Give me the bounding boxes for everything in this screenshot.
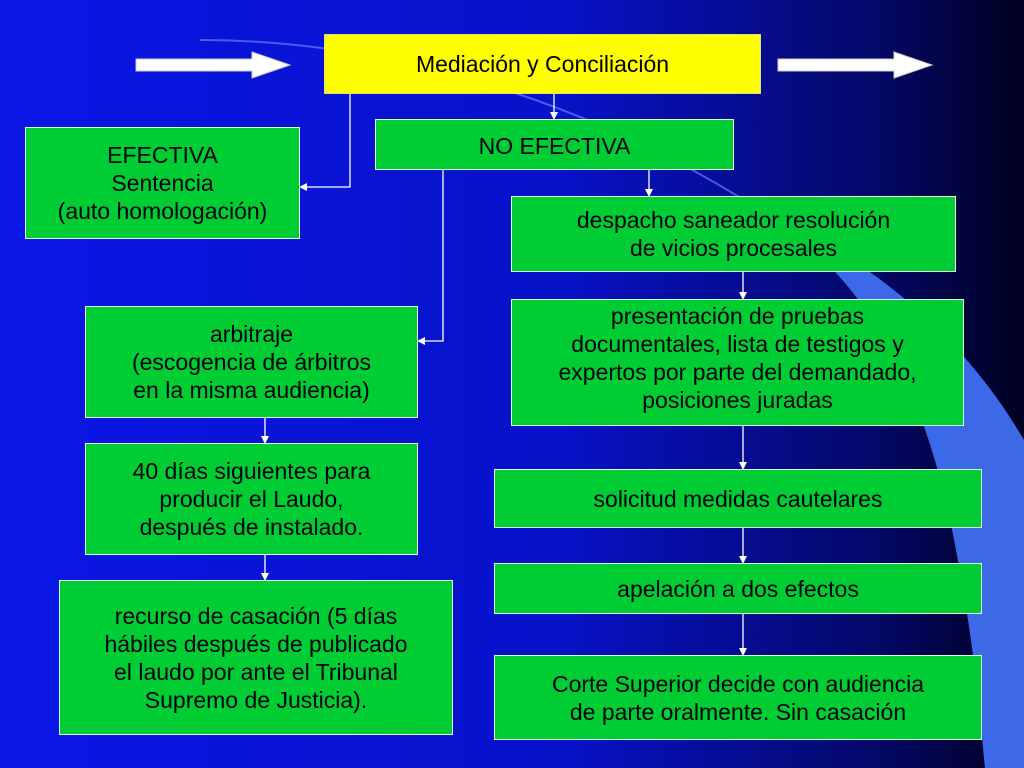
presentacion-pruebas-text: presentación de pruebas documentales, li…	[558, 303, 917, 413]
efectiva-box: EFECTIVA Sentencia (auto homologación)	[25, 127, 300, 239]
title-text: Mediación y Conciliación	[415, 51, 670, 77]
arbitraje-box: arbitraje (escogencia de árbitros en la …	[85, 306, 418, 418]
recurso-casacion-box: recurso de casación (5 días hábiles desp…	[59, 580, 453, 735]
apelacion-box: apelación a dos efectos	[494, 563, 982, 614]
recurso-casacion-text: recurso de casación (5 días hábiles desp…	[104, 602, 408, 713]
corte-superior-text: Corte Superior decide con audiencia de p…	[551, 670, 925, 725]
efectiva-text: EFECTIVA Sentencia (auto homologación)	[57, 142, 268, 224]
no-efectiva-text: NO EFECTIVA	[478, 133, 631, 159]
medidas-cautelares-box: solicitud medidas cautelares	[494, 469, 982, 528]
corte-superior-box: Corte Superior decide con audiencia de p…	[494, 655, 982, 740]
cuarenta-dias-box: 40 días siguientes para producir el Laud…	[85, 443, 418, 555]
title-box: Mediación y Conciliación	[324, 34, 761, 94]
presentacion-pruebas-box: presentación de pruebas documentales, li…	[511, 299, 964, 426]
medidas-cautelares-text: solicitud medidas cautelares	[593, 485, 883, 512]
despacho-saneador-text: despacho saneador resolución de vicios p…	[576, 207, 891, 261]
arbitraje-text: arbitraje (escogencia de árbitros en la …	[131, 321, 372, 403]
despacho-saneador-box: despacho saneador resolución de vicios p…	[511, 196, 956, 272]
no-efectiva-box: NO EFECTIVA	[375, 119, 734, 170]
cuarenta-dias-text: 40 días siguientes para producir el Laud…	[132, 458, 371, 540]
apelacion-text: apelación a dos efectos	[617, 575, 859, 602]
